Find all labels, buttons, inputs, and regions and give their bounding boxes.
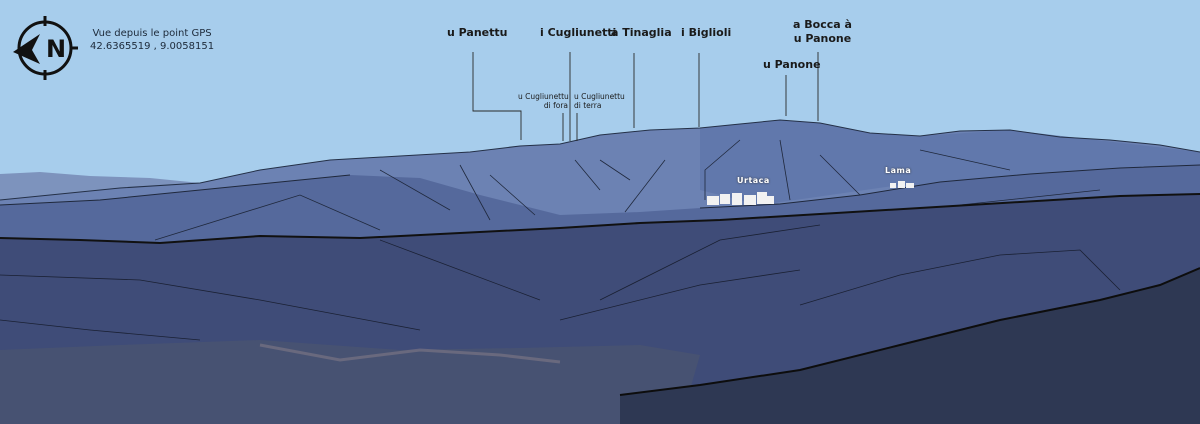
- gps-coordinates: 42.6365519 , 9.0058151: [90, 41, 215, 52]
- terra-line-1: u Cugliunettu: [574, 92, 625, 101]
- peak-label-bocca: a Bocca à u Panone: [793, 18, 852, 46]
- bocca-line-1: a Bocca à: [793, 18, 852, 31]
- compass-north-arrow-icon: N: [13, 16, 78, 80]
- peak-label-panone: u Panone: [763, 58, 821, 71]
- front-ridge: [620, 268, 1200, 424]
- leader-lines: [472, 52, 819, 141]
- peak-label-panettu: u Panettu: [447, 26, 508, 39]
- peak-label-cugliunetti: i Cugliunetti: [540, 26, 617, 39]
- terra-line-2: di terra: [574, 101, 602, 110]
- peak-label-cugliunettu-di-terra: u Cugliunettu di terra: [574, 92, 625, 110]
- viewpoint-info: Vue depuis le point GPS 42.6365519 , 9.0…: [90, 27, 214, 53]
- village-label-lama: Lama: [885, 166, 912, 175]
- urtaca-village-illustration: [707, 192, 774, 205]
- svg-text:N: N: [46, 35, 66, 63]
- valley-floor: [0, 340, 700, 424]
- fora-line-2: di fora: [543, 101, 568, 110]
- peak-label-biglioli: i Biglioli: [681, 26, 732, 39]
- fora-line-1: u Cugliunettu: [518, 92, 569, 101]
- peak-label-tinaglia: a Tinaglia: [611, 26, 672, 39]
- bocca-line-2: u Panone: [793, 32, 852, 45]
- village-label-urtaca: Urtaca: [737, 176, 770, 185]
- lama-village-illustration: [890, 181, 914, 188]
- far-ridge-shade: [700, 120, 1200, 205]
- viewpoint-label: Vue depuis le point GPS: [92, 28, 212, 39]
- peak-label-cugliunettu-di-fora: u Cugliunettu di fora: [518, 92, 569, 110]
